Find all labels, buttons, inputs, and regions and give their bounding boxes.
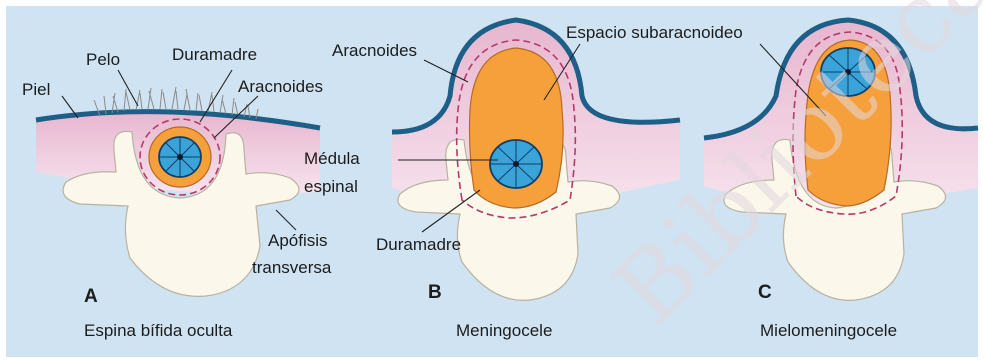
label-duramadre-a: Duramadre [172, 45, 257, 64]
panel-letter-b: B [428, 282, 442, 303]
label-apofisis-line2: transversa [252, 258, 332, 277]
label-aracnoides-b: Aracnoides [332, 41, 417, 60]
panel-letter-c: C [758, 282, 772, 303]
label-piel: Piel [22, 80, 50, 99]
spinal-cord [490, 140, 542, 188]
spinal-cord [159, 137, 201, 177]
label-duramadre-b: Duramadre [376, 235, 461, 254]
caption-a: Espina bífida oculta [84, 321, 233, 340]
label-medula-line2: espinal [304, 177, 358, 196]
label-apofisis-line1: Apófisis [268, 231, 328, 250]
label-aracnoides-a: Aracnoides [238, 77, 323, 96]
panel-letter-a: A [84, 286, 98, 307]
label-espacio-subaracnoideo: Espacio subaracnoideo [566, 23, 743, 42]
label-pelo: Pelo [86, 50, 120, 69]
caption-b: Meningocele [456, 321, 552, 340]
label-medula-line1: Médula [304, 149, 360, 168]
caption-c: Mielomeningocele [760, 321, 897, 340]
